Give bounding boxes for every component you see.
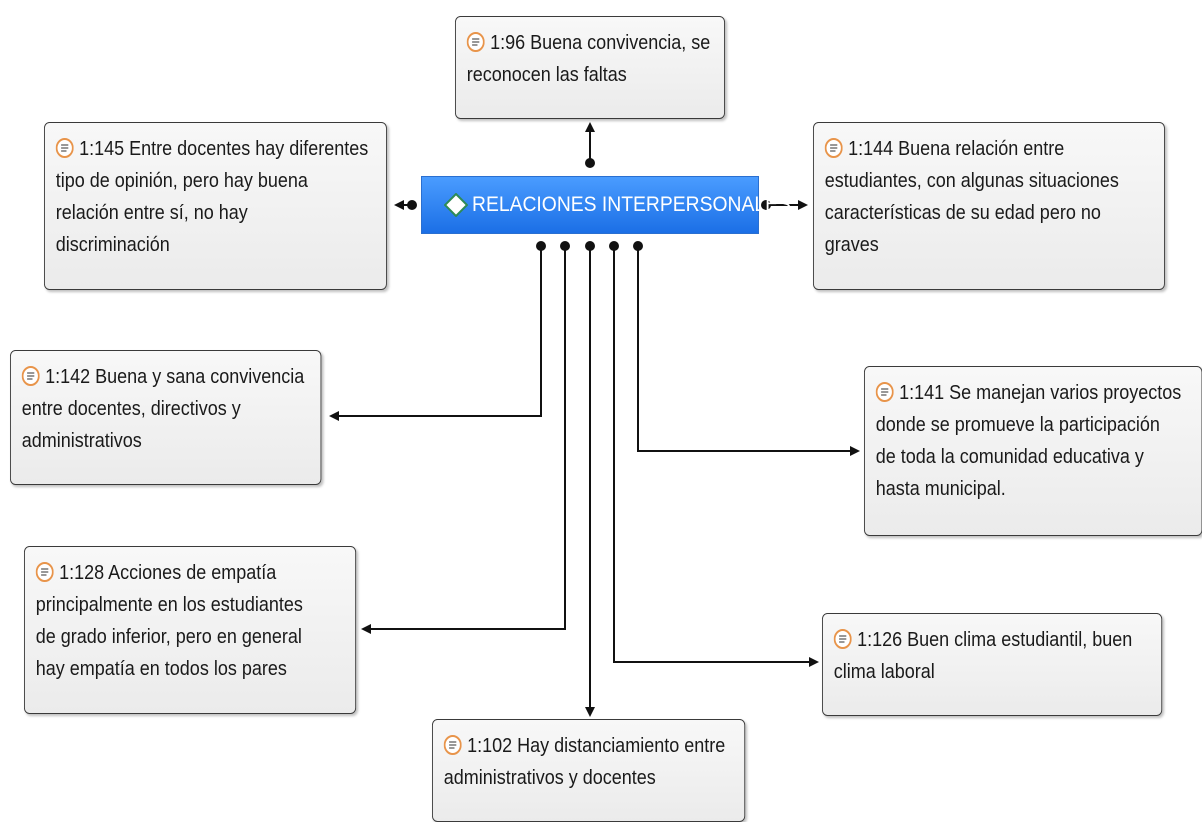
quote-line: de grado inferior, pero en general xyxy=(35,626,302,648)
quote-node-102[interactable]: 1:102 Hay distanciamiento entre administr… xyxy=(432,719,746,822)
quote-line: graves xyxy=(824,234,879,256)
link-to-q141 xyxy=(637,246,860,456)
link-to-q128 xyxy=(361,246,566,634)
quote-node-145[interactable]: 1:145 Entre docentes hay diferentes tipo … xyxy=(44,122,387,290)
document-icon xyxy=(55,138,74,158)
quote-node-141[interactable]: 1:141 Se manejan varios proyectos donde s… xyxy=(864,366,1202,536)
document-icon xyxy=(824,138,843,158)
document-icon xyxy=(35,562,54,582)
quote-node-128[interactable]: 1:128 Acciones de empatía principalmente … xyxy=(24,546,357,714)
diamond-code-icon xyxy=(444,193,468,217)
link-origin-dot xyxy=(633,241,643,251)
quote-line: hasta municipal. xyxy=(875,478,1006,500)
quote-line: principalmente en los estudiantes xyxy=(35,594,303,616)
quote-line: entre docentes, directivos y xyxy=(21,398,241,420)
quote-line: 1:128 Acciones de empatía xyxy=(59,562,277,584)
quote-node-126[interactable]: 1:126 Buen clima estudiantil, buen clima … xyxy=(822,613,1163,716)
link-origin-dot xyxy=(407,200,417,210)
quote-line: relación entre sí, no hay xyxy=(55,202,248,224)
link-origin-dot xyxy=(585,158,595,168)
quote-line: 1:142 Buena y sana convivencia xyxy=(45,366,305,388)
link-origin-dot xyxy=(761,200,771,210)
document-icon xyxy=(833,629,852,649)
quote-line: 1:96 Buena convivencia, se xyxy=(490,32,711,54)
code-label: RELACIONES INTERPERSONALES xyxy=(472,193,791,216)
quote-line: tipo de opinión, pero hay buena xyxy=(55,170,308,192)
code-node[interactable]: RELACIONES INTERPERSONALES xyxy=(421,176,791,234)
quote-line: de toda la comunidad educativa y xyxy=(875,446,1144,468)
quote-line: 1:141 Se manejan varios proyectos xyxy=(899,382,1182,404)
link-origin-dot xyxy=(536,241,546,251)
document-icon xyxy=(21,366,40,386)
link-origin-dot xyxy=(585,241,595,251)
link-to-q142 xyxy=(329,246,542,421)
quote-node-96[interactable]: 1:96 Buena convivencia, se reconocen las … xyxy=(455,16,725,119)
quote-line: 1:126 Buen clima estudiantil, buen xyxy=(857,629,1133,651)
link-to-q126 xyxy=(613,246,819,667)
quote-line: administrativos xyxy=(21,430,142,452)
quote-line: hay empatía en todos los pares xyxy=(35,658,287,680)
quote-line: discriminación xyxy=(55,234,170,256)
quote-line: 1:102 Hay distanciamiento entre xyxy=(467,735,726,757)
document-icon xyxy=(466,32,485,52)
quote-node-144[interactable]: 1:144 Buena relación entre estudiantes, c… xyxy=(813,122,1165,290)
quote-node-142[interactable]: 1:142 Buena y sana convivencia entre doce… xyxy=(10,350,322,485)
document-icon xyxy=(443,735,462,755)
link-origin-dot xyxy=(560,241,570,251)
quote-line: estudiantes, con algunas situaciones xyxy=(824,170,1119,192)
quote-line: 1:145 Entre docentes hay diferentes xyxy=(79,138,369,160)
quote-line: administrativos y docentes xyxy=(443,767,656,789)
document-icon xyxy=(875,382,894,402)
link-origin-dot xyxy=(609,241,619,251)
quote-line: características de su edad pero no xyxy=(824,202,1101,224)
quote-line: clima laboral xyxy=(833,661,935,683)
quote-line: reconocen las faltas xyxy=(466,64,627,86)
quote-line: donde se promueve la participación xyxy=(875,414,1160,436)
quote-line: 1:144 Buena relación entre xyxy=(848,138,1065,160)
